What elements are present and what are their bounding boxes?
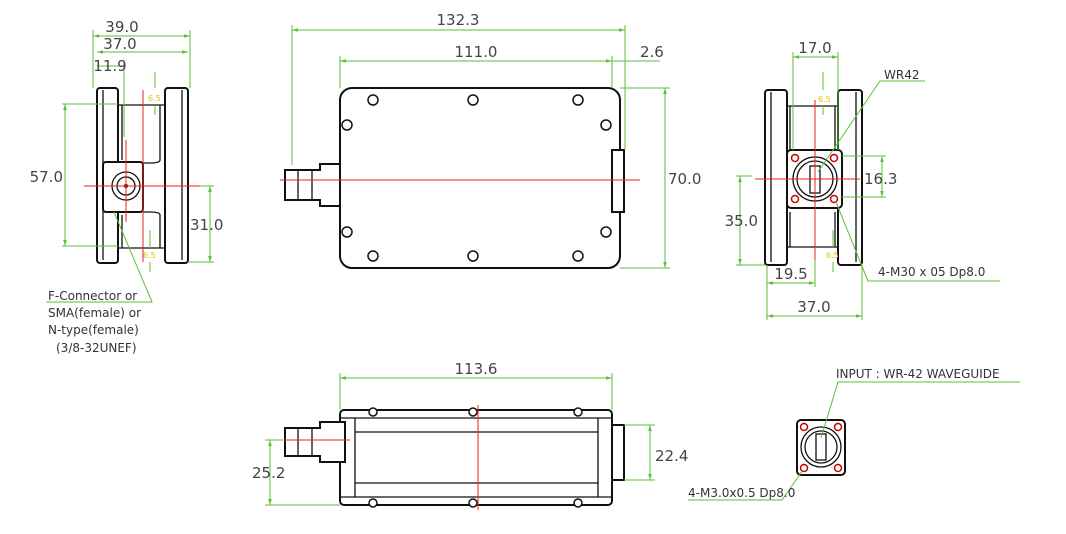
dim-25-2: 25.2 xyxy=(252,464,285,482)
dim-57: 57.0 xyxy=(30,168,63,186)
dim-37-right: 37.0 xyxy=(797,298,830,316)
dim-37: 37.0 xyxy=(103,35,136,53)
bottom-view: 113.6 25.2 22.4 xyxy=(252,360,688,510)
wr42-label: WR42 xyxy=(884,68,919,82)
dim-6-5-top: 6.5 xyxy=(148,94,161,103)
screws xyxy=(341,94,612,262)
dim-70: 70.0 xyxy=(668,170,701,188)
dim-31: 31.0 xyxy=(190,216,223,234)
dim-132-3: 132.3 xyxy=(437,11,480,29)
dim-111: 111.0 xyxy=(455,43,498,61)
connector-flange xyxy=(102,161,144,213)
dim-6-5-bottom: 6.5 xyxy=(143,251,156,260)
front-view: 132.3 111.0 2.6 70.0 xyxy=(280,11,701,269)
dim-113-6: 113.6 xyxy=(455,360,498,378)
dim-22-4: 22.4 xyxy=(655,447,688,465)
hole-note-input: 4-M3.0x0.5 Dp8.0 xyxy=(688,486,795,500)
connector-note-1: F-Connector or xyxy=(48,289,137,303)
dim-11-9: 11.9 xyxy=(93,57,126,75)
input-flange-view: INPUT : WR-42 WAVEGUIDE 4-M3.0x0.5 Dp8.0 xyxy=(688,367,1020,501)
dim-39: 39.0 xyxy=(105,18,138,36)
connector-note-4: (3/8-32UNEF) xyxy=(56,341,137,355)
left-side-view: 39.0 37.0 11.9 57.0 31.0 6.5 6.5 F-Conne… xyxy=(30,18,224,355)
dim-16-3: 16.3 xyxy=(864,170,897,188)
dim-35: 35.0 xyxy=(725,212,758,230)
right-side-view: 17.0 16.3 35.0 19.5 37.0 6.5 6.5 WR42 4-… xyxy=(725,39,1000,320)
connector-note-3: N-type(female) xyxy=(48,323,139,337)
dim-6-5-top-right: 6.5 xyxy=(818,95,831,104)
hole-note-right: 4-M30 x 05 Dp8.0 xyxy=(878,265,985,279)
connector-note-2: SMA(female) or xyxy=(48,306,141,320)
dim-6-5-bottom-right: 6.5 xyxy=(826,251,839,260)
dim-2-6: 2.6 xyxy=(640,43,664,61)
dim-17: 17.0 xyxy=(798,39,831,57)
dim-19-5: 19.5 xyxy=(774,265,807,283)
input-label: INPUT : WR-42 WAVEGUIDE xyxy=(836,367,1000,381)
